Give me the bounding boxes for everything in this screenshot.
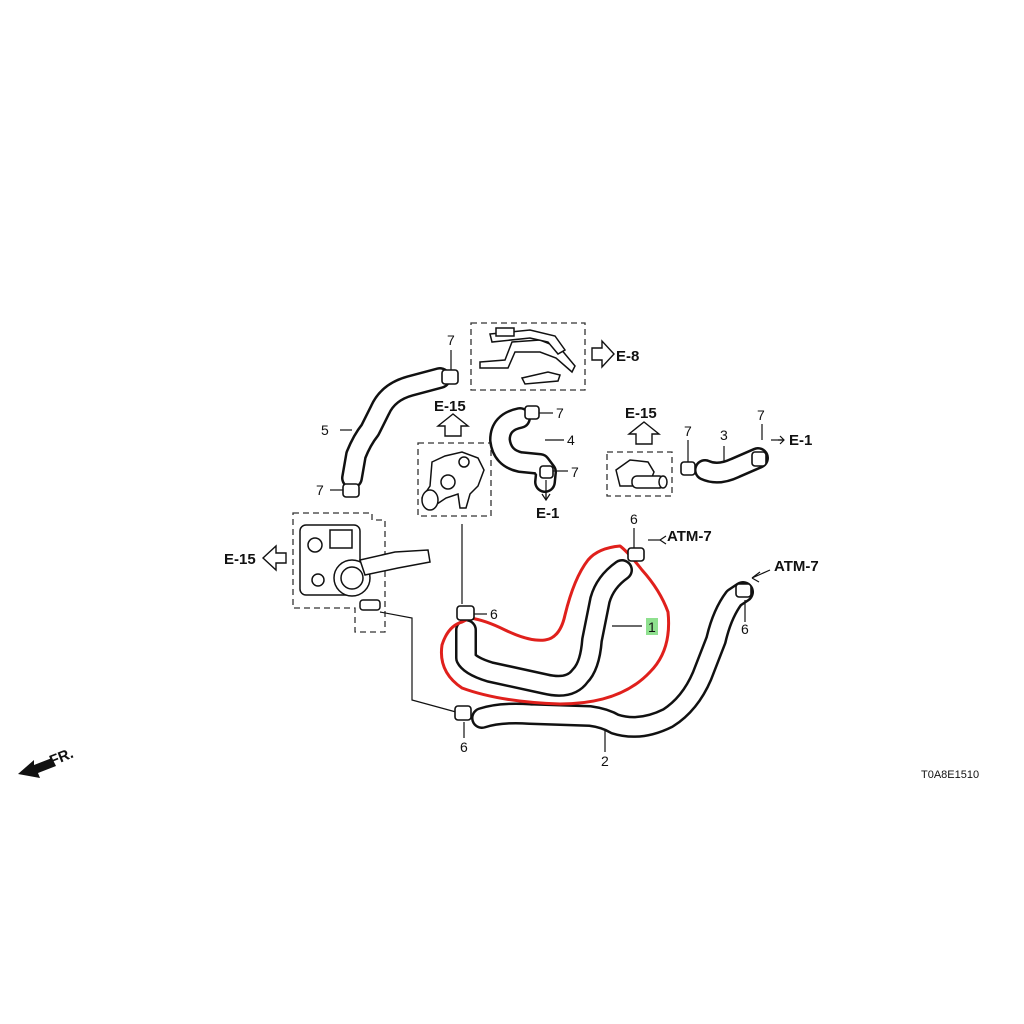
arrow-up-icon: [627, 421, 661, 445]
part-number-2: 2: [601, 753, 609, 769]
hose-4: [489, 407, 557, 493]
clamp: [456, 605, 475, 621]
part-number-1: 1: [648, 619, 656, 635]
water-outlet-box: [606, 451, 673, 497]
arrow-up-icon: [436, 413, 470, 437]
arrow-right-icon: [778, 435, 785, 445]
ref-atm7-a: ATM-7: [667, 528, 712, 545]
part-number-7: 7: [316, 482, 324, 498]
hose-1: [455, 559, 633, 697]
front-arrow-icon: [18, 758, 56, 778]
hose-5: [341, 367, 451, 489]
diagram-code: T0A8E1510: [921, 769, 979, 781]
ref-atm7-b: ATM-7: [774, 558, 819, 575]
part-number-4: 4: [567, 432, 575, 448]
part-numbers: 5 7 7 7 4 7 7 3 7 6 6 6 6 2 1: [316, 332, 765, 769]
part-number-7: 7: [757, 407, 765, 423]
ref-e1-right: E-1: [789, 432, 812, 449]
ref-e1-bottom: E-1: [536, 505, 559, 522]
throttle-body-box: [292, 512, 431, 633]
part-number-7: 7: [556, 405, 564, 421]
arrow-right-icon: [591, 339, 615, 369]
front-label: FR.: [47, 745, 76, 770]
clamp: [751, 451, 767, 467]
clamp: [454, 705, 472, 721]
arrow-down-icon: [541, 490, 551, 502]
clamp: [539, 465, 554, 479]
thermostat-housing-box: [417, 442, 492, 517]
clamp: [680, 461, 696, 476]
arrow-left-icon: [261, 544, 287, 572]
pipe-assembly-e8: [470, 322, 586, 391]
part-number-5: 5: [321, 422, 329, 438]
reference-labels: E-8 E-15 E-15 E-15 E-1 E-1 ATM-7 ATM-7: [224, 348, 819, 575]
part-1-callout: [646, 618, 658, 635]
part-number-7: 7: [684, 423, 692, 439]
part-number-3: 3: [720, 427, 728, 443]
hose-2: [471, 581, 754, 738]
part-number-7: 7: [571, 464, 579, 480]
hose-clamps: [342, 369, 767, 721]
clamp: [441, 369, 459, 385]
part-number-6: 6: [460, 739, 468, 755]
clamp: [627, 547, 645, 562]
highlight-outline: [439, 544, 671, 706]
hose-3: [694, 447, 769, 484]
clamp: [735, 583, 752, 598]
reference-arrows: [261, 339, 785, 583]
arrow-left-icon: [751, 569, 771, 583]
arrow-left-icon: [659, 535, 667, 545]
part-number-6: 6: [630, 511, 638, 527]
front-direction: FR.: [18, 745, 76, 778]
clamp: [342, 483, 360, 498]
clamp: [524, 405, 540, 420]
part-number-6: 6: [741, 621, 749, 637]
ref-e15-top: E-15: [434, 398, 466, 415]
ref-e15-left: E-15: [224, 551, 256, 568]
part-number-7: 7: [447, 332, 455, 348]
part-number-6: 6: [490, 606, 498, 622]
ref-e15-right: E-15: [625, 405, 657, 422]
leader-lines: [330, 350, 784, 752]
ref-e8: E-8: [616, 348, 639, 365]
